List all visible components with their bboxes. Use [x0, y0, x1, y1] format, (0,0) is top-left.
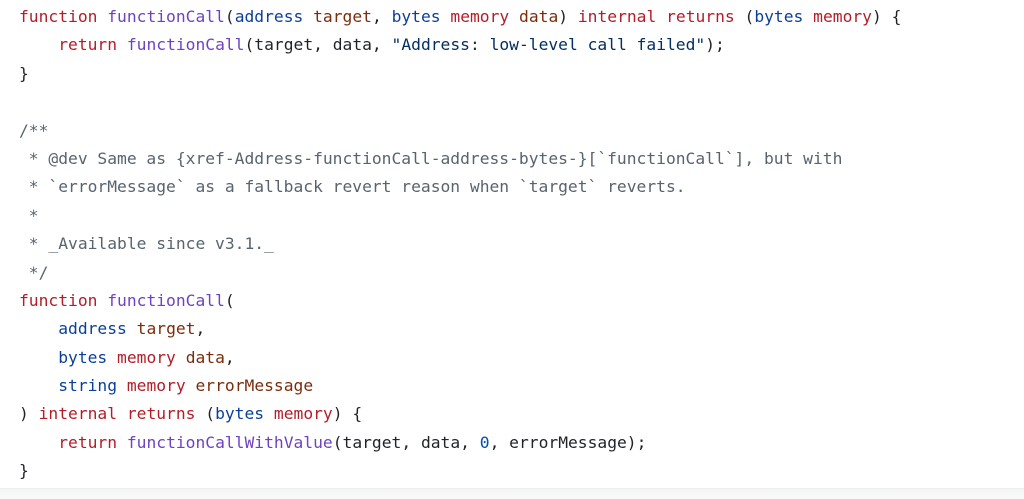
- code-token-pn: , errorMessage);: [489, 432, 647, 452]
- code-token-fn: functionCall: [107, 290, 225, 310]
- code-token-pn: ,: [195, 319, 206, 339]
- code-line: * @dev Same as {xref-Address-functionCal…: [19, 145, 1024, 173]
- code-line: * _Available since v3.1._: [19, 230, 1024, 258]
- code-token-ty: string: [58, 376, 118, 396]
- code-token-pn: [264, 404, 274, 423]
- code-token-kw: returns: [666, 7, 735, 26]
- code-token-pn: [97, 291, 107, 310]
- code-token-ty: bytes: [215, 404, 265, 424]
- code-line: address target,: [19, 315, 1024, 343]
- code-token-ty: address: [234, 7, 304, 26]
- code-token-kw: memory: [117, 347, 176, 367]
- code-token-kw: returns: [126, 404, 196, 424]
- code-token-pn: (: [734, 7, 755, 26]
- code-token-kw: memory: [450, 7, 510, 26]
- code-token-cm: * _Available since v3.1._: [19, 234, 274, 254]
- code-token-pn: [803, 7, 813, 26]
- code-token-kw: return: [58, 432, 118, 452]
- code-token-kw: internal: [38, 404, 118, 424]
- code-token-num: 0: [479, 432, 490, 452]
- code-token-pn: [176, 348, 186, 367]
- code-line: function functionCall(: [19, 287, 1024, 315]
- code-token-cm: * @dev Same as {xref-Address-functionCal…: [19, 148, 843, 168]
- code-token-fn: functionCall: [107, 7, 225, 26]
- code-token-pn: }: [19, 63, 29, 83]
- code-token-pn: [509, 7, 519, 26]
- code-line-empty: [19, 88, 1024, 116]
- code-token-kw: internal: [577, 7, 657, 26]
- code-token-pn: (: [224, 7, 235, 26]
- code-token-pn: [186, 376, 196, 395]
- code-token-kw: memory: [813, 7, 872, 26]
- code-token-pn: ) {: [332, 404, 363, 424]
- code-token-pn: [19, 433, 58, 452]
- code-token-pn: [117, 35, 127, 54]
- code-line: ) internal returns (bytes memory) {: [19, 400, 1024, 428]
- code-token-pn: [441, 7, 451, 26]
- code-line: string memory errorMessage: [19, 372, 1024, 400]
- code-token-pn: [19, 348, 58, 367]
- code-token-cm: */: [19, 262, 49, 282]
- code-token-cm: *: [19, 205, 39, 225]
- code-line: return functionCallWithValue(target, dat…: [19, 429, 1024, 457]
- code-token-pn: ) {: [871, 7, 902, 26]
- code-token-pn: [97, 7, 107, 26]
- code-token-var: errorMessage: [195, 376, 314, 396]
- code-token-pn: (target, data,: [244, 35, 392, 55]
- code-token-kw: memory: [126, 376, 186, 396]
- code-token-pn: [127, 319, 137, 338]
- code-line: }: [19, 60, 1024, 88]
- code-token-pn: [656, 7, 666, 26]
- code-line: *: [19, 202, 1024, 230]
- code-line: bytes memory data,: [19, 344, 1024, 372]
- code-token-pn: }: [19, 461, 29, 481]
- code-token-var: target: [313, 7, 372, 26]
- code-line: function functionCall(address target, by…: [19, 3, 1024, 31]
- code-token-kw: return: [58, 35, 118, 55]
- code-token-var: target: [136, 319, 196, 339]
- code-token-kw: memory: [273, 404, 333, 424]
- code-block-bottom-edge: [0, 488, 1024, 499]
- code-token-ty: bytes: [58, 347, 108, 367]
- code-token-str: "Address: low-level call failed": [391, 35, 706, 55]
- code-line: */: [19, 259, 1024, 287]
- code-token-pn: [303, 7, 313, 26]
- code-token-var: data: [519, 7, 559, 26]
- code-token-fn: functionCallWithValue: [126, 432, 333, 452]
- code-line: /**: [19, 117, 1024, 145]
- code-token-pn: ,: [371, 7, 392, 26]
- code-token-pn: );: [705, 35, 725, 55]
- code-token-pn: [117, 433, 127, 452]
- code-token-kw: function: [19, 290, 98, 310]
- code-token-cm: * `errorMessage` as a fallback revert re…: [19, 177, 686, 197]
- code-token-fn: functionCall: [126, 35, 245, 55]
- code-token-pn: [19, 35, 58, 54]
- code-token-kw: function: [19, 7, 98, 26]
- code-token-ty: bytes: [391, 7, 441, 26]
- code-token-pn: ,: [224, 347, 235, 367]
- code-listing[interactable]: function functionCall(address target, by…: [0, 0, 1024, 486]
- code-token-ty: bytes: [754, 7, 804, 26]
- code-token-pn: ): [19, 404, 39, 424]
- code-token-var: data: [185, 347, 225, 367]
- code-token-pn: (: [195, 404, 216, 424]
- code-token-pn: [107, 348, 117, 367]
- code-block: function functionCall(address target, by…: [0, 0, 1024, 486]
- code-token-pn: [19, 376, 58, 395]
- code-token-pn: (: [224, 290, 235, 310]
- code-token-pn: [117, 404, 127, 423]
- code-line: }: [19, 457, 1024, 485]
- code-token-pn: [19, 319, 58, 338]
- code-line: return functionCall(target, data, "Addre…: [19, 31, 1024, 59]
- code-token-pn: ): [558, 7, 578, 26]
- code-token-pn: (target, data,: [332, 432, 480, 452]
- code-token-pn: [117, 376, 127, 395]
- code-line: * `errorMessage` as a fallback revert re…: [19, 173, 1024, 201]
- code-token-cm: /**: [19, 120, 49, 140]
- code-token-ty: address: [58, 319, 127, 339]
